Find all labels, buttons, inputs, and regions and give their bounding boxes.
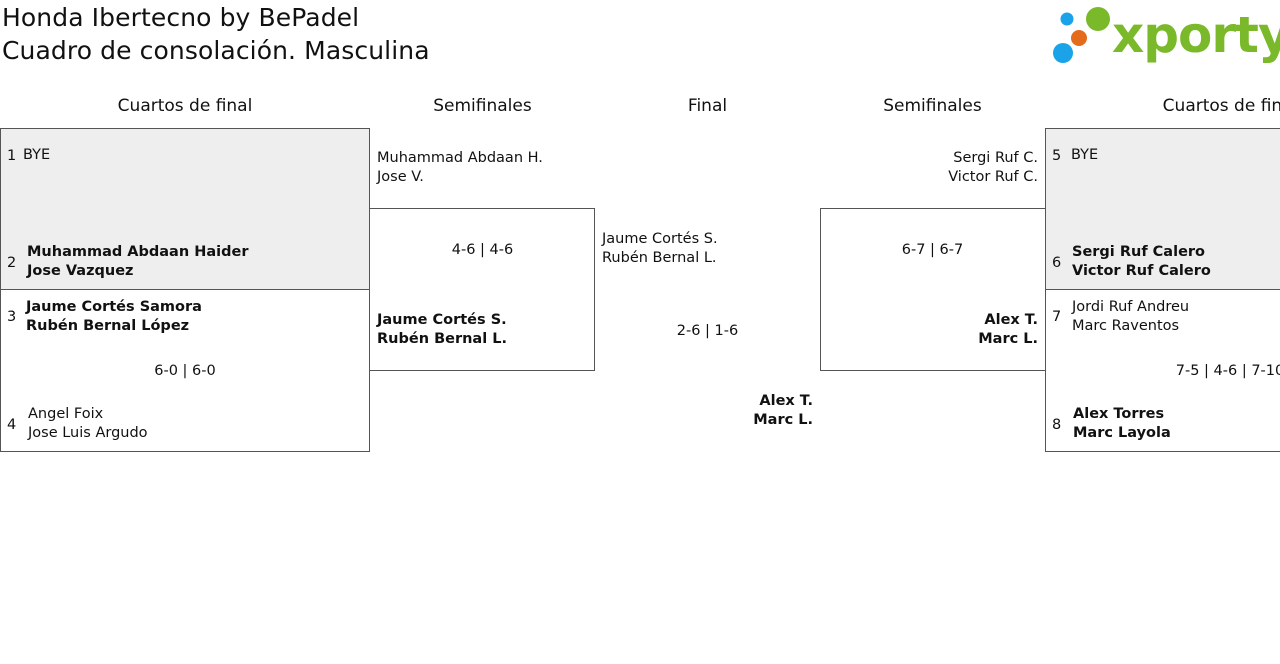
team-player-1: Alex T. — [984, 312, 1038, 328]
team-player-2: Marc Layola — [1073, 425, 1171, 441]
team-player-2: Rubén Bernal López — [26, 318, 190, 334]
team-player-2: Rubén Bernal L. — [377, 331, 507, 347]
seed-number: 2 — [7, 255, 17, 271]
team-player-1: Angel Foix — [28, 406, 104, 422]
team-player-1: Jaume Cortés S. — [602, 231, 718, 247]
team-player-1: Sergi Ruf Calero — [1072, 244, 1206, 260]
round-header-right-semis: Semifinales — [883, 96, 982, 116]
match-score: 6-0 | 6-0 — [154, 363, 216, 379]
seed-number: 4 — [7, 417, 17, 433]
team-player-1: Jordi Ruf Andreu — [1072, 299, 1190, 315]
seed-number: 8 — [1052, 417, 1062, 433]
team-player-2: Marc Raventos — [1072, 318, 1180, 334]
team-name-bye: BYE — [23, 147, 51, 163]
team-player-1: Sergi Ruf C. — [953, 150, 1038, 166]
champion-player-1: Alex T. — [759, 393, 813, 409]
seed-number: 7 — [1052, 309, 1062, 325]
team-player-2: Jose V. — [377, 169, 424, 185]
draw-subtitle: Cuadro de consolación. Masculina — [2, 36, 430, 65]
team-player-2: Victor Ruf Calero — [1072, 263, 1211, 279]
team-player-1: Muhammad Abdaan Haider — [27, 244, 249, 260]
team-player-2: Marc L. — [978, 331, 1038, 347]
match-score: 7-5 | 4-6 | 7-10 — [1175, 363, 1280, 379]
logo-dots-icon — [1053, 7, 1110, 63]
team-player-2: Rubén Bernal L. — [602, 250, 717, 266]
logo-wordmark: xporty — [1112, 6, 1280, 64]
seed-number: 6 — [1052, 255, 1062, 271]
round-header-left-semis: Semifinales — [433, 96, 532, 116]
xporty-logo: xporty — [1050, 2, 1280, 68]
team-player-1: Jaume Cortés Samora — [26, 299, 202, 315]
final-score: 2-6 | 1-6 — [676, 323, 739, 339]
right-quarter-match-2 — [1045, 289, 1280, 452]
round-header-right-quarters: Cuartos de final — [1162, 96, 1280, 116]
round-header-left-quarters: Cuartos de final — [117, 96, 253, 116]
champion-player-2: Marc L. — [753, 412, 813, 428]
seed-number: 1 — [7, 148, 17, 164]
seed-number: 5 — [1052, 148, 1062, 164]
match-score: 4-6 | 4-6 — [451, 242, 514, 258]
right-quarter-match-1 — [1045, 128, 1280, 290]
team-player-1: Alex Torres — [1073, 406, 1165, 422]
team-player-1: Jaume Cortés S. — [377, 312, 507, 328]
team-name-bye: BYE — [1071, 147, 1099, 163]
round-header-final: Final — [687, 96, 728, 116]
tournament-title: Honda Ibertecno by BePadel — [2, 3, 360, 32]
match-score: 6-7 | 6-7 — [901, 242, 964, 258]
left-semi-match — [369, 208, 595, 371]
left-quarter-match-1 — [0, 128, 370, 290]
team-player-1: Muhammad Abdaan H. — [377, 150, 543, 166]
seed-number: 3 — [7, 309, 17, 325]
team-player-2: Jose Vazquez — [27, 263, 134, 279]
right-quarters-panel: 5 BYE 6 Sergi Ruf Calero Victor Ruf Cale… — [1045, 128, 1280, 453]
team-player-2: Victor Ruf C. — [948, 169, 1038, 185]
team-player-2: Jose Luis Argudo — [28, 425, 148, 441]
